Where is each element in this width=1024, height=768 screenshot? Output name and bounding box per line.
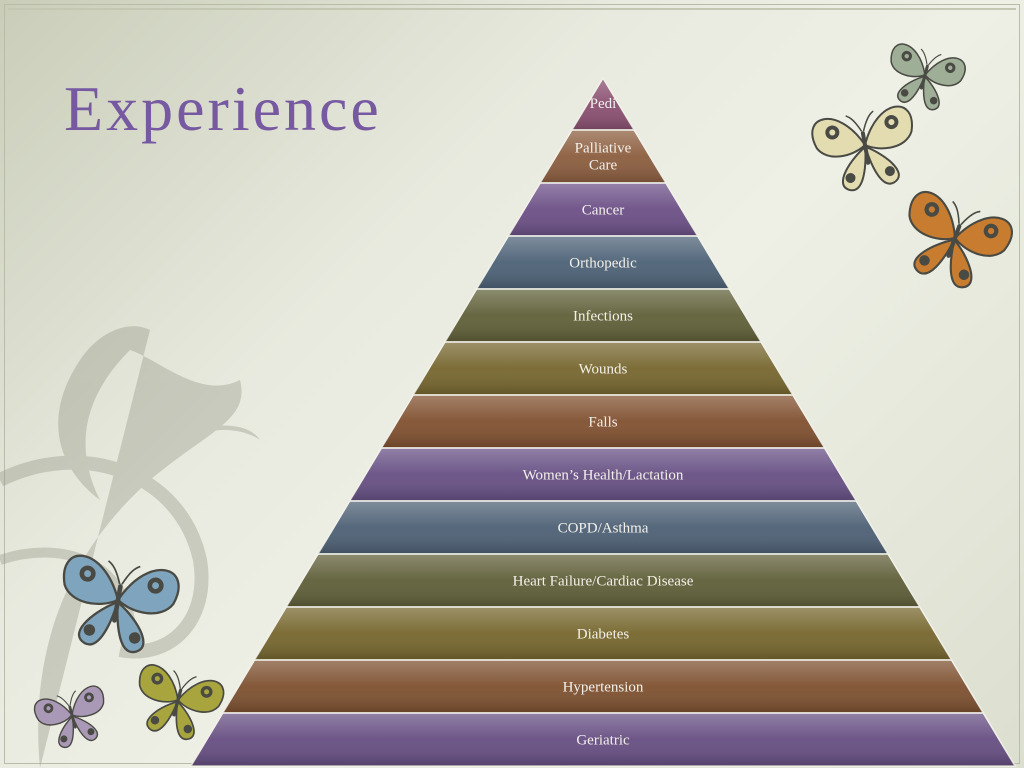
- pyramid-level-pedi: Pedi: [570, 76, 636, 131]
- pyramid-level-label: Heart Failure/Cardiac Disease: [513, 574, 694, 590]
- pyramid-level-heart-failure-cardiac-disease: Heart Failure/Cardiac Disease: [284, 553, 922, 608]
- butterfly-icon-blue: [62, 554, 180, 654]
- pyramid-band-shading: [254, 607, 952, 660]
- pyramid-level-wounds: Wounds: [411, 341, 795, 396]
- pyramid-level-label: Falls: [588, 415, 617, 431]
- top-rule: [8, 8, 1016, 10]
- pyramid-level-label: COPD/Asthma: [558, 521, 649, 537]
- pyramid-level-label: Infections: [573, 309, 633, 325]
- pyramid-level-women-s-health-lactation: Women’s Health/Lactation: [348, 447, 858, 502]
- pyramid-band-shading: [540, 130, 666, 183]
- pyramid-band-shading: [413, 342, 793, 395]
- pyramid-level-label: Pedi: [590, 96, 617, 112]
- pyramid-level-label: Cancer: [582, 203, 624, 219]
- pyramid-band-shading: [222, 660, 984, 713]
- pyramid-band-shading: [476, 236, 730, 289]
- pyramid-band-shading: [317, 501, 889, 554]
- pyramid-level-cancer: Cancer: [507, 182, 699, 237]
- pyramid-level-label: Women’s Health/Lactation: [523, 468, 684, 484]
- pyramid-level-infections: Infections: [443, 288, 763, 343]
- butterfly-icon-olive: [138, 664, 225, 741]
- pyramid-level-copd-asthma: COPD/Asthma: [316, 500, 890, 555]
- pyramid-level-diabetes: Diabetes: [253, 606, 953, 661]
- pyramid-level-orthopedic: Orthopedic: [475, 235, 731, 290]
- pyramid-band-shading: [286, 554, 920, 607]
- pyramid-level-falls: Falls: [380, 394, 826, 449]
- slide-title: Experience: [64, 73, 382, 144]
- pyramid-level-label: Orthopedic: [569, 256, 637, 272]
- pyramid-level-label: Hypertension: [563, 680, 644, 696]
- butterfly-icon-lilac: [33, 685, 105, 749]
- pyramid-level-label: Geriatric: [576, 733, 630, 749]
- pyramid-band-shading: [444, 289, 762, 342]
- pyramid-level-label: Diabetes: [577, 627, 630, 643]
- pyramid-level-geriatric: Geriatric: [189, 712, 1017, 767]
- pyramid-level-label: Wounds: [579, 362, 628, 378]
- butterfly-icon-top-green: [890, 43, 966, 111]
- pyramid-level-hypertension: Hypertension: [221, 659, 985, 714]
- butterfly-icon-cream: [811, 105, 913, 192]
- butterfly-icon-orange: [908, 190, 1013, 289]
- pyramid-band-shading: [349, 448, 857, 501]
- pyramid-band-shading: [381, 395, 825, 448]
- pyramid-band-shading: [191, 713, 1015, 766]
- pyramid-band-shading: [508, 183, 698, 236]
- pyramid-band-shading: [571, 78, 635, 130]
